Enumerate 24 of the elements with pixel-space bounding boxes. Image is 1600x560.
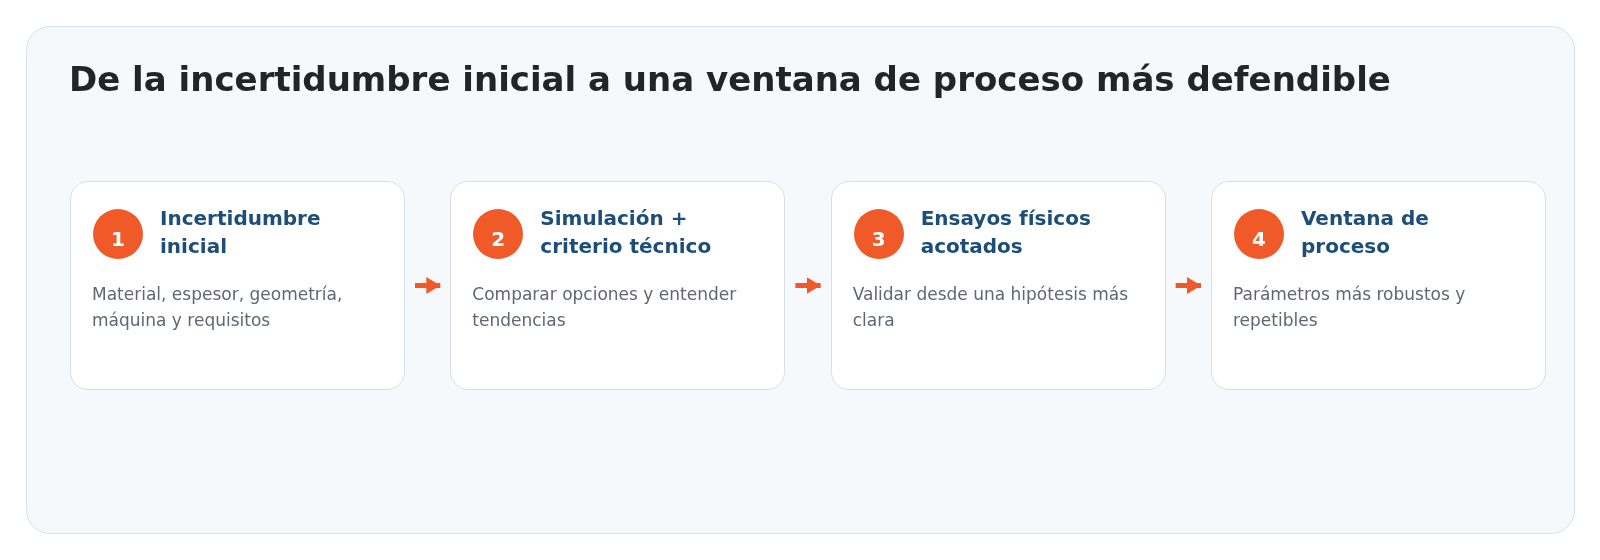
step-description: Parámetros más robustos y repetibles (1233, 283, 1467, 332)
step-title: Simulación + criterio técnico (540, 205, 713, 260)
step-title: Ventana de proceso (1301, 205, 1430, 260)
arrow (415, 277, 441, 294)
step-description: Validar desde una hipótesis más clara (852, 283, 1130, 332)
step-description: Material, espesor, geometría, máquina y requisitos (92, 283, 344, 332)
step-number: 4 (1252, 227, 1266, 251)
diagram-title: De la incertidumbre inicial a una ventana de proceso más defendible (69, 59, 1391, 99)
step-number-badge (1234, 209, 1284, 259)
step-number-badge (853, 209, 904, 259)
step-card (1211, 181, 1546, 390)
step-number: 3 (871, 227, 886, 251)
step-number: 1 (111, 227, 125, 251)
step-number-badge (93, 209, 143, 259)
step-description: Comparar opciones y entender tendencias (472, 283, 738, 332)
arrow (795, 277, 821, 294)
step-card (450, 181, 786, 390)
arrow (1175, 277, 1201, 294)
step-number: 2 (491, 227, 506, 251)
step-card (830, 181, 1166, 390)
step-number-badge (473, 209, 524, 259)
step-card (70, 181, 405, 390)
step-title: Incertidumbre inicial (160, 205, 322, 260)
step-title: Ensayos físicos acotados (920, 205, 1092, 260)
